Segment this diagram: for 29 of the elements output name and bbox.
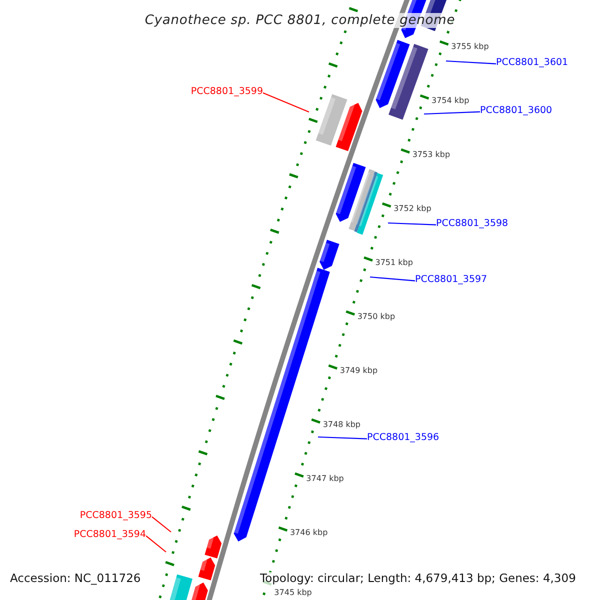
- leader-line: [446, 60, 496, 64]
- topology-text: Topology: circular; Length: 4,679,413 bp; Genes: 4,309: [260, 572, 576, 586]
- scale-label: 3753 kbp: [412, 150, 450, 160]
- gene-label: PCC8801_3597: [415, 274, 488, 286]
- accession-text: Accession: NC_011726: [10, 572, 141, 586]
- gene-label: PCC8801_3594: [74, 529, 146, 540]
- scale-label: 3745 kbp: [274, 588, 312, 598]
- leader-line: [146, 535, 166, 552]
- scale-label: 3754 kbp: [432, 96, 470, 106]
- scale-label: 3747 kbp: [306, 474, 344, 484]
- scale-label: 3755 kbp: [451, 42, 489, 52]
- gene-label: PCC8801_3599: [190, 86, 263, 98]
- gene-label: PCC8801_3600: [480, 105, 552, 116]
- scale-label: 3749 kbp: [340, 366, 378, 376]
- scale-label: 3751 kbp: [375, 258, 413, 268]
- scale-label: 3750 kbp: [357, 312, 396, 322]
- leader-line: [262, 92, 310, 112]
- scale-label: 3748 kbp: [322, 420, 361, 430]
- leader-line: [424, 111, 480, 115]
- gene-label: PCC8801_3598: [436, 218, 508, 230]
- scale-label: 3746 kbp: [290, 528, 328, 538]
- leader-line: [152, 516, 172, 532]
- scale-label: 3752 kbp: [394, 204, 432, 214]
- gene-label: PCC8801_3595: [80, 510, 152, 522]
- leader-line: [370, 276, 416, 282]
- gene-label: PCC8801_3596: [367, 432, 440, 444]
- leader-line: [318, 436, 368, 440]
- leader-line: [388, 222, 436, 226]
- gene-label: PCC8801_3601: [496, 57, 568, 68]
